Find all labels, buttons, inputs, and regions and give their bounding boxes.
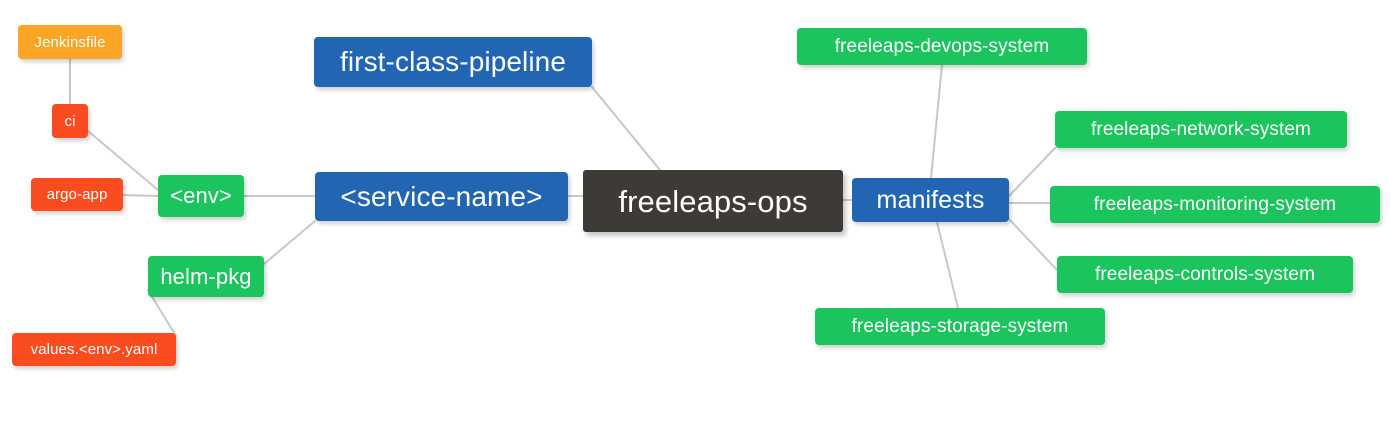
node-label: manifests xyxy=(876,185,985,214)
edge-first-class-pipeline-to-freeleaps-ops xyxy=(591,86,661,171)
node-env[interactable]: <env> xyxy=(158,175,244,217)
node-label: freeleaps-controls-system xyxy=(1094,264,1316,285)
node-label: values.<env>.yaml xyxy=(30,341,158,358)
node-label: freeleaps-ops xyxy=(618,183,808,219)
node-first-class-pipeline[interactable]: first-class-pipeline xyxy=(314,37,592,87)
node-label: first-class-pipeline xyxy=(339,46,567,77)
node-helm-pkg[interactable]: helm-pkg xyxy=(148,256,264,297)
node-label: argo-app xyxy=(46,186,108,203)
node-label: freeleaps-monitoring-system xyxy=(1093,194,1337,215)
node-network-system[interactable]: freeleaps-network-system xyxy=(1055,111,1347,148)
node-service-name[interactable]: <service-name> xyxy=(315,172,568,221)
edge-manifests-to-network-system xyxy=(1008,147,1056,197)
edge-service-name-to-helm-pkg xyxy=(263,220,316,265)
node-controls-system[interactable]: freeleaps-controls-system xyxy=(1057,256,1353,293)
node-label: <service-name> xyxy=(340,180,543,212)
node-label: freeleaps-devops-system xyxy=(834,36,1050,57)
node-label: freeleaps-network-system xyxy=(1091,119,1311,140)
edge-manifests-to-devops-system xyxy=(930,64,943,179)
node-label: ci xyxy=(64,112,76,130)
node-label: helm-pkg xyxy=(160,263,252,289)
node-label: Jenkinsfile xyxy=(34,33,106,51)
node-storage-system[interactable]: freeleaps-storage-system xyxy=(815,308,1105,345)
node-devops-system[interactable]: freeleaps-devops-system xyxy=(797,28,1087,65)
node-manifests[interactable]: manifests xyxy=(852,178,1009,222)
node-ci[interactable]: ci xyxy=(52,104,88,138)
edge-manifests-to-storage-system xyxy=(936,221,959,309)
node-monitoring-system[interactable]: freeleaps-monitoring-system xyxy=(1050,186,1380,223)
node-values-yaml[interactable]: values.<env>.yaml xyxy=(12,333,176,366)
node-label: freeleaps-storage-system xyxy=(851,316,1069,337)
node-freeleaps-ops[interactable]: freeleaps-ops xyxy=(583,170,843,232)
node-label: <env> xyxy=(170,183,232,208)
edge-argo-app-to-env xyxy=(122,194,159,197)
node-jenkinsfile[interactable]: Jenkinsfile xyxy=(18,25,122,59)
node-argo-app[interactable]: argo-app xyxy=(31,178,123,211)
edge-manifests-to-controls-system xyxy=(1008,218,1058,271)
